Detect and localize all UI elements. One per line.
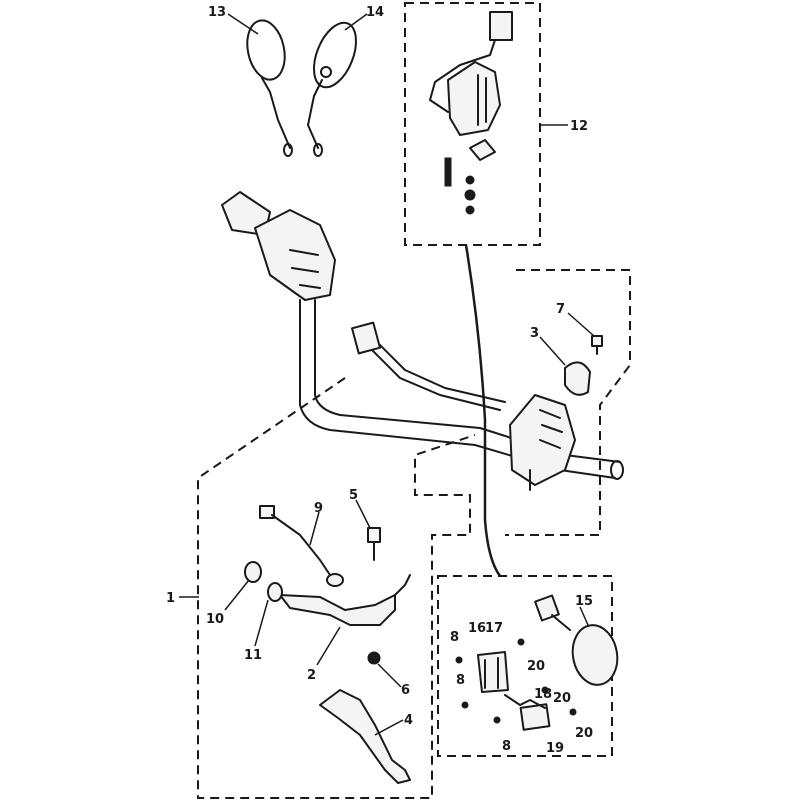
clamp-part-3 xyxy=(564,361,591,396)
handlebar xyxy=(299,299,624,480)
callout-9: 9 xyxy=(314,501,323,516)
cable-part-9 xyxy=(259,505,344,587)
wire-harness xyxy=(351,321,506,411)
callout-1: 1 xyxy=(166,591,175,606)
lever-part-4 xyxy=(319,689,411,784)
callout-20b: 20 xyxy=(553,691,571,706)
switch-internals xyxy=(477,651,551,731)
callout-16: 16 xyxy=(468,621,486,636)
left-grip-switch xyxy=(221,191,336,301)
switch-assembly-12 xyxy=(429,11,513,215)
callout-10: 10 xyxy=(206,612,224,627)
right-switch-housing xyxy=(509,394,576,491)
switch-part-11 xyxy=(267,582,283,602)
group-box-3-7 xyxy=(505,269,631,536)
callout-7: 7 xyxy=(556,302,565,317)
bolt-part-7 xyxy=(591,335,603,355)
nut-part-6 xyxy=(367,651,381,665)
callout-8b: 8 xyxy=(456,673,465,688)
switch-cable xyxy=(464,244,502,577)
callout-20c: 20 xyxy=(575,726,593,741)
mirror-left xyxy=(246,19,293,157)
callout-15: 15 xyxy=(575,594,593,609)
screws-part-8-20 xyxy=(455,638,577,724)
mirror-right xyxy=(307,21,357,157)
callout-19: 19 xyxy=(546,741,564,756)
callout-8a: 8 xyxy=(450,630,459,645)
leader-lines xyxy=(179,13,595,736)
callout-5: 5 xyxy=(349,488,358,503)
callout-17: 17 xyxy=(485,621,503,636)
callout-14: 14 xyxy=(366,5,384,20)
group-box-12 xyxy=(404,2,541,246)
callout-6: 6 xyxy=(401,683,410,698)
callout-18: 18 xyxy=(534,687,552,702)
callout-8c: 8 xyxy=(502,739,511,754)
callout-11: 11 xyxy=(244,648,262,663)
callout-20a: 20 xyxy=(527,659,545,674)
callout-2: 2 xyxy=(307,668,316,683)
lever-bracket-part-2 xyxy=(279,574,411,626)
callout-labels: 1 2 3 4 5 6 7 8 8 8 9 10 11 12 13 14 15 … xyxy=(166,5,593,756)
group-box-1 xyxy=(197,377,476,799)
callout-12: 12 xyxy=(570,119,588,134)
callout-13: 13 xyxy=(208,5,226,20)
callout-4: 4 xyxy=(404,713,413,728)
bolt-part-5 xyxy=(367,527,381,561)
knob-part-10 xyxy=(244,561,262,583)
switch-cover-part-15 xyxy=(534,594,619,686)
callout-3: 3 xyxy=(530,326,539,341)
